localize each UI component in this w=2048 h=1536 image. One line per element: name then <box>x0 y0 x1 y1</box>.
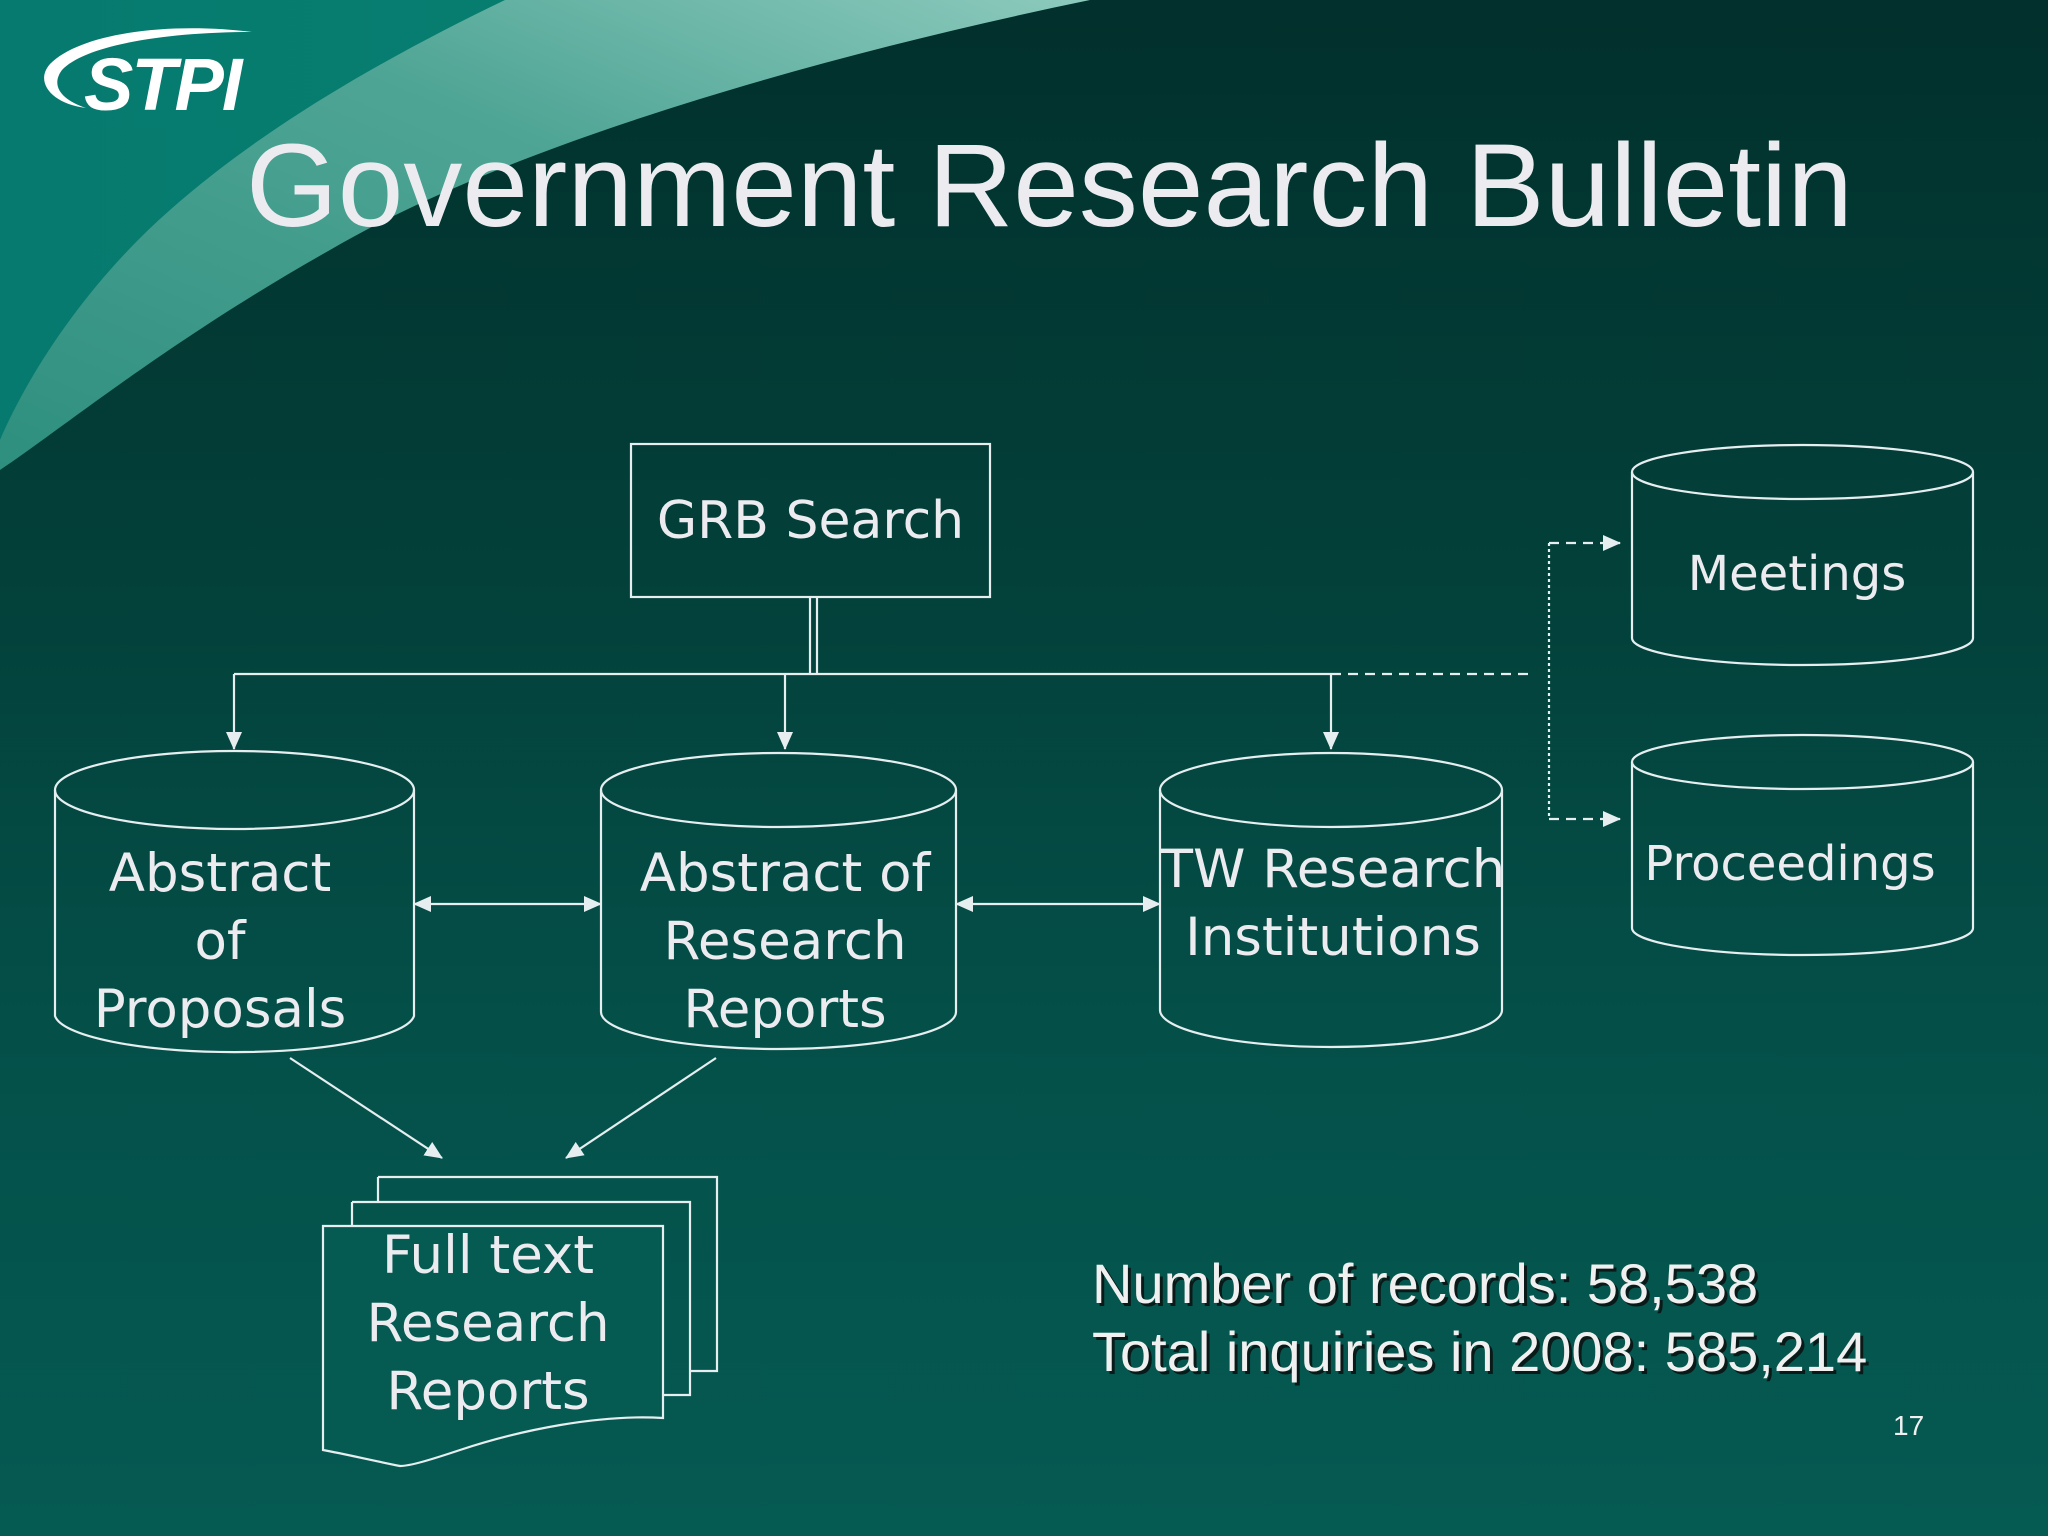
grb-search-label: GRB Search <box>656 491 965 551</box>
full-text-document-stack <box>321 1175 719 1468</box>
page-number: 17 <box>1893 1410 1925 1441</box>
stats-block: Number of records: 58,538 Total inquirie… <box>1092 1250 1867 1386</box>
database-research-reports-label: Abstract of Research Reports <box>639 843 931 1040</box>
database-tw-institutions-cylinder <box>1158 751 1504 1049</box>
page-title: Government Research Bulletin <box>246 120 1853 252</box>
database-proposals-label: Abstract of Proposals <box>93 843 347 1040</box>
database-proposals-cylinder <box>53 749 416 1054</box>
database-meetings-cylinder <box>1630 443 1975 667</box>
stpi-logo: STPI <box>22 24 262 126</box>
database-proceedings-cylinder <box>1630 733 1975 957</box>
logo-swoosh-icon <box>44 28 252 108</box>
database-proceedings-label: Proceedings <box>1644 836 1936 892</box>
records-count: Number of records: 58,538 <box>1092 1252 1759 1315</box>
total-inquiries: Total inquiries in 2008: 585,214 <box>1092 1320 1868 1383</box>
database-meetings-label: Meetings <box>1687 546 1907 602</box>
full-text-document-label: Full text Research Reports <box>366 1225 610 1422</box>
logo-text: STPI <box>84 43 242 126</box>
database-tw-institutions-label: TW Research Institutions <box>1160 839 1506 968</box>
database-research-reports-cylinder <box>599 751 958 1051</box>
